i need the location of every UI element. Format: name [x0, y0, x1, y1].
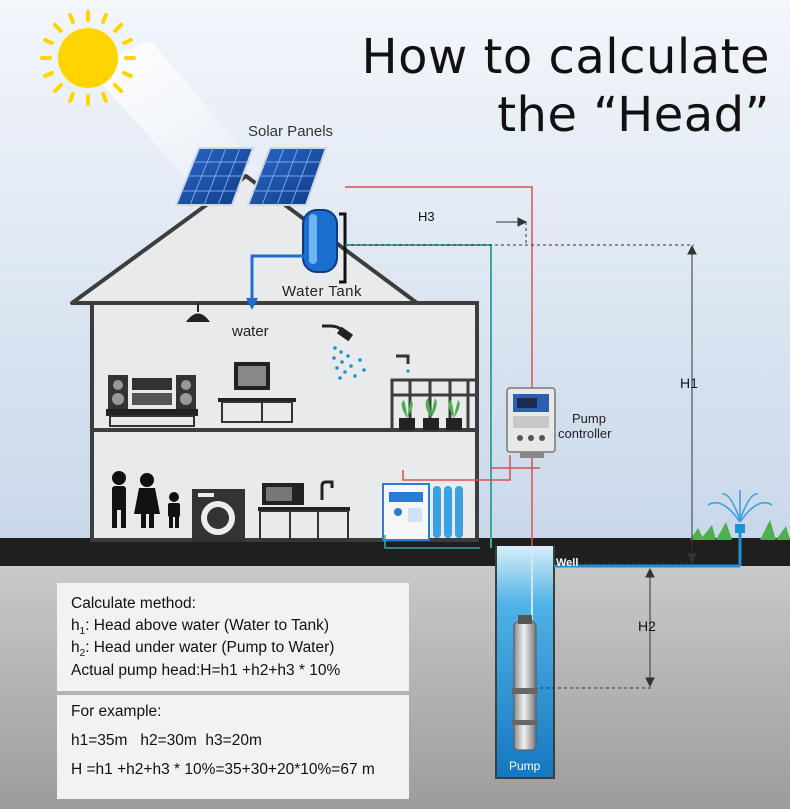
calculate-method-box: Calculate method: h1: Head above water (… [57, 583, 409, 691]
page-title: How to calculate the “Head” [300, 28, 770, 144]
h2-prefix: h [71, 639, 80, 656]
example-result: H =h1 +h2+h3 * 10%=35+30+20*10%=67 m [71, 761, 375, 778]
washing-machine-icon [192, 489, 245, 542]
tap-icon [396, 354, 410, 373]
dimension-h2 [540, 567, 655, 689]
water-arrow-icon [246, 298, 258, 310]
submersible-pump-icon [512, 615, 538, 751]
dimension-h1 [345, 244, 697, 564]
ground-surface [0, 538, 790, 568]
plant-icon [399, 398, 462, 430]
method-formula: Actual pump head:H=h1 +h2+h3 * 10% [71, 662, 341, 679]
sprinkler-icon [707, 490, 773, 533]
water-tank-label: Water Tank [282, 283, 362, 300]
title-line-1: How to calculate [361, 29, 770, 85]
sun-icon [40, 10, 136, 106]
tv-icon [218, 362, 296, 423]
example-heading: For example: [71, 703, 162, 720]
h2-description: : Head under water (Pump to Water) [85, 639, 335, 656]
well-label: Well [556, 557, 578, 569]
lamp-icon [186, 303, 210, 322]
method-h1-line: h1: Head above water (Water to Tank) [71, 617, 329, 637]
h1-description: : Head above water (Water to Tank) [85, 617, 329, 634]
pump-controller-label-line1: Pump [572, 411, 606, 426]
water-filter-icon [382, 483, 463, 541]
dimension-h3 [496, 217, 528, 245]
pump-controller-icon [506, 387, 556, 458]
method-heading: Calculate method: [71, 595, 196, 612]
h3-label: H3 [418, 209, 435, 224]
sink-icon [258, 480, 350, 541]
title-line-2: the “Head” [497, 87, 770, 143]
microwave-icon [262, 483, 304, 505]
pump-controller-label-line2: controller [558, 426, 612, 441]
stereo-icon [106, 375, 198, 427]
water-tank-icon [302, 209, 347, 284]
h2-subscript: 2 [79, 648, 86, 659]
family-icon [112, 471, 180, 528]
h1-label: H1 [680, 375, 698, 391]
water-label: water [231, 323, 269, 340]
h2-label: H2 [638, 618, 656, 634]
method-h2-line: h2: Head under water (Pump to Water) [71, 639, 335, 659]
solar-panel-icon [174, 147, 328, 206]
house-water-pipe [250, 254, 304, 300]
h1-prefix: h [71, 617, 80, 634]
solar-panels-label: Solar Panels [248, 123, 333, 140]
grass [690, 520, 790, 540]
shower-icon [322, 324, 366, 380]
pump-label: Pump [509, 759, 541, 773]
example-values: h1=35m h2=30m h3=20m [71, 732, 262, 749]
h1-subscript: 1 [79, 626, 86, 637]
example-box: For example: h1=35m h2=30m h3=20m H =h1 … [57, 695, 409, 799]
